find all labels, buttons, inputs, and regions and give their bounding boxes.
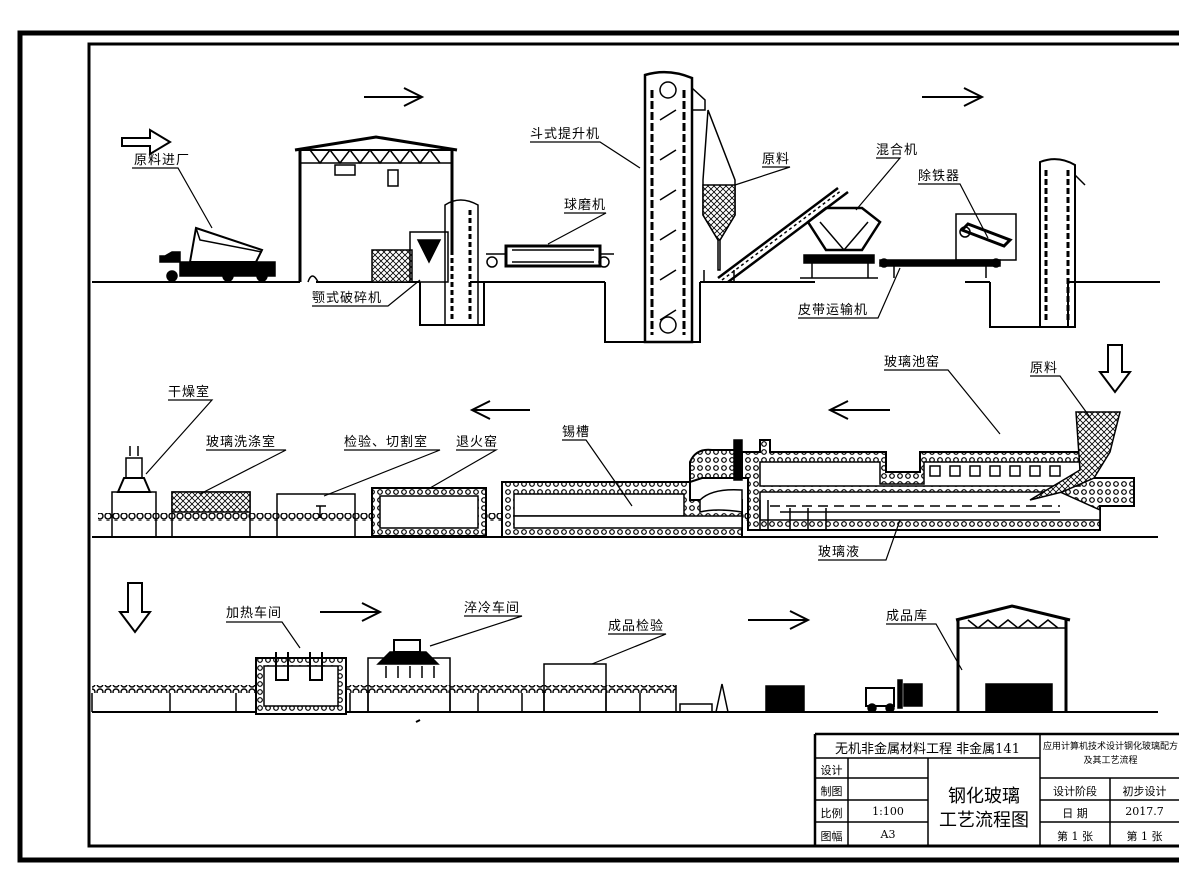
tin-bath — [501, 481, 743, 538]
label-heating-workshop: 加热车间 — [226, 606, 283, 621]
label-raw-material-in: 原料进厂 — [134, 153, 191, 168]
row-value-scale: 1:100 — [872, 805, 904, 818]
annealing-kiln — [371, 487, 487, 537]
inspection-cutting-room — [276, 493, 356, 538]
row3-equipment — [91, 582, 1158, 723]
leader-lines-row1 — [132, 141, 989, 319]
row-value-sheet-size: A3 — [880, 828, 896, 841]
label-ball-mill: 球磨机 — [564, 198, 607, 213]
label-annealing-kiln: 退火窑 — [456, 435, 499, 450]
label-glass-liquid: 玻璃液 — [818, 545, 861, 560]
bucket-elevator-large — [643, 70, 706, 344]
row2-equipment — [92, 344, 1158, 561]
drawing-title-line2: 工艺流程图 — [939, 810, 1029, 831]
row-label-sheet-size: 图幅 — [820, 830, 843, 843]
bucket-elevator-small — [444, 199, 479, 326]
glass-furnace — [689, 411, 1135, 531]
label-iron-remover: 除铁器 — [918, 169, 961, 184]
pallet-stack — [679, 683, 805, 713]
row1-equipment — [92, 70, 1160, 344]
label-raw-material-2: 原料 — [1030, 361, 1059, 376]
label-bucket-elevator: 斗式提升机 — [530, 127, 601, 142]
arrow-right-icon — [320, 602, 811, 630]
row-label-design: 设计 — [820, 764, 843, 777]
label-product-warehouse: 成品库 — [886, 609, 929, 624]
label-tin-bath: 锡槽 — [562, 425, 591, 440]
belt-conveyor — [879, 258, 1001, 278]
furnace-ports — [929, 465, 1061, 477]
title-block-project: 应用计算机技术设计钢化玻璃配方及其工艺流程 — [1042, 742, 1178, 766]
heating-workshop — [255, 652, 347, 715]
label-drying-room: 干燥室 — [168, 385, 211, 400]
drawing-title-line1: 钢化玻璃 — [948, 786, 1020, 807]
drying-room — [111, 446, 157, 538]
inspection-booth — [543, 663, 607, 713]
stage-value: 初步设计 — [1122, 785, 1167, 798]
row-label-scale: 比例 — [820, 807, 843, 820]
hollow-arrow-right-icon — [121, 128, 172, 156]
label-quenching-workshop: 淬冷车间 — [464, 601, 521, 616]
iron-remover — [955, 213, 1017, 261]
label-raw-material-1: 原料 — [762, 152, 791, 167]
hollow-arrow-down-icon — [118, 582, 152, 634]
sheet-num: 第 1 张 — [1126, 830, 1163, 843]
ball-mill — [486, 244, 614, 268]
label-belt-conveyor: 皮带运输机 — [798, 303, 869, 318]
date-label: 日 期 — [1062, 807, 1088, 820]
row-label-drafting: 制图 — [820, 785, 843, 798]
dump-truck-icon — [159, 226, 276, 282]
forklift-icon — [865, 679, 923, 713]
label-jaw-crusher: 颚式破碎机 — [312, 291, 383, 306]
label-washing-room: 玻璃洗涤室 — [206, 435, 277, 450]
drawing-frame — [17, 30, 1179, 863]
mixer — [800, 206, 882, 279]
label-inspection-cutting: 检验、切割室 — [344, 435, 429, 450]
title-block-header: 无机非金属材料工程 非金属141 — [835, 742, 1020, 757]
label-mixer: 混合机 — [876, 143, 919, 158]
leader-lines-row3 — [226, 615, 963, 671]
raw-material-silo — [702, 109, 736, 282]
hollow-arrow-down-icon — [1098, 344, 1132, 394]
leader-lines-row2 — [145, 369, 1093, 561]
product-warehouse — [955, 604, 1071, 713]
sheet-of: 第 1 张 — [1057, 830, 1093, 843]
stage-label: 设计阶段 — [1053, 785, 1097, 798]
washing-room — [171, 491, 251, 538]
quenching-workshop — [367, 639, 451, 713]
inclined-conveyor — [717, 187, 849, 283]
date-value: 2017.7 — [1125, 805, 1164, 818]
bucket-elevator-right — [1039, 158, 1086, 328]
jaw-crusher — [409, 231, 449, 283]
arrow-right-icon — [364, 87, 985, 107]
raw-material-shed — [294, 135, 458, 283]
arrow-left-icon — [469, 400, 890, 420]
label-product-inspection: 成品检验 — [608, 619, 665, 634]
label-glass-furnace: 玻璃池窑 — [884, 355, 941, 370]
title-block — [813, 732, 1179, 846]
